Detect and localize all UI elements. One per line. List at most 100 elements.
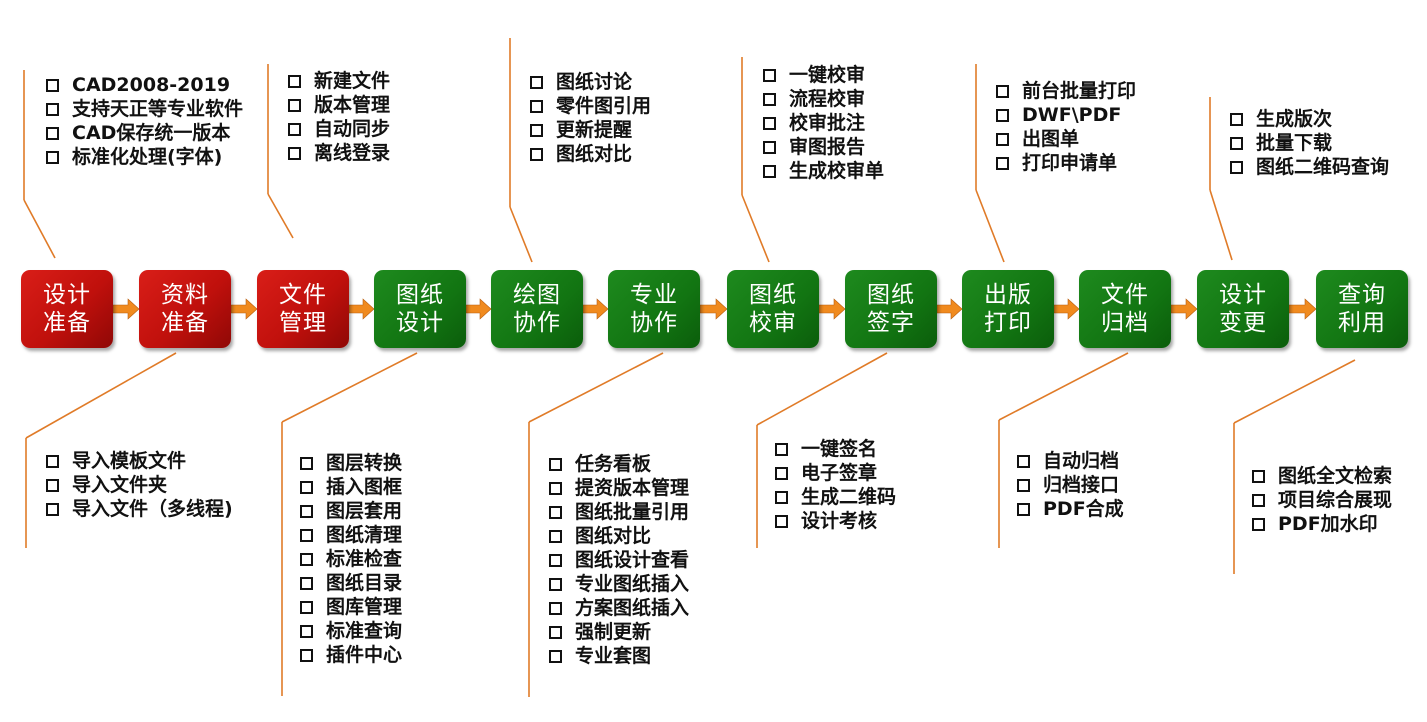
feature-item: 图纸讨论 [530, 70, 651, 94]
feature-item-text: 提资版本管理 [575, 477, 690, 499]
stage-box-6: 专业协作 [608, 270, 700, 348]
stage-label: 文件管理 [279, 282, 327, 336]
connector-line [756, 352, 888, 426]
flow-arrows [112, 298, 1317, 320]
connector-line [998, 352, 1129, 421]
connector-lines [23, 38, 1356, 697]
checkbox-icon [300, 648, 313, 662]
feature-item: 专业图纸插入 [549, 572, 689, 596]
stage-label: 资料准备 [161, 282, 209, 336]
connector-line [975, 189, 1005, 263]
feature-item-text: 更新提醒 [556, 119, 633, 141]
feature-item-text: 生成二维码 [801, 486, 897, 508]
stage-label: 设计变更 [1219, 282, 1267, 336]
feature-item-text: 图纸清理 [326, 524, 403, 546]
checkbox-icon [549, 529, 562, 543]
checkbox-icon [530, 123, 543, 137]
connector-line [741, 194, 770, 263]
stage-label: 文件归档 [1101, 282, 1149, 336]
feature-item-text: 离线登录 [314, 142, 391, 164]
checkbox-icon [1017, 478, 1030, 492]
checkbox-icon [775, 490, 788, 504]
checkbox-icon [549, 577, 562, 591]
checkbox-icon [549, 553, 562, 567]
feature-item-text: 设计考核 [801, 510, 878, 532]
feature-item-text: 一键校审 [789, 64, 866, 86]
feature-item-text: 导入文件夹 [72, 474, 168, 496]
feature-item: 电子签章 [775, 461, 896, 485]
stage-box-12: 查询利用 [1316, 270, 1408, 348]
feature-item: 标准检查 [300, 547, 402, 571]
feature-item: 导入文件（多线程) [46, 497, 233, 521]
feature-item-text: 一键签名 [801, 438, 878, 460]
feature-item: 专业套图 [549, 644, 689, 668]
connector-line [528, 352, 664, 423]
feature-item: 生成版次 [1230, 107, 1389, 131]
checkbox-icon [46, 454, 59, 468]
feature-item-text: 插件中心 [326, 644, 403, 666]
checkbox-icon [300, 528, 313, 542]
checkbox-icon [996, 132, 1009, 146]
checkbox-icon [996, 108, 1009, 122]
connector-line [1233, 359, 1356, 424]
connector-line [25, 352, 177, 439]
connector-line [509, 206, 533, 263]
checkbox-icon [300, 504, 313, 518]
connector-line [1209, 189, 1233, 261]
checkbox-icon [1252, 469, 1265, 483]
feature-item: 一键签名 [775, 437, 896, 461]
feature-item: 审图报告 [763, 135, 884, 159]
feature-item: 流程校审 [763, 87, 884, 111]
checkbox-icon [530, 75, 543, 89]
stage-label: 出版打印 [984, 282, 1032, 336]
feature-item: 离线登录 [288, 141, 390, 165]
feature-item: 新建文件 [288, 69, 390, 93]
checkbox-icon [549, 505, 562, 519]
feature-item-text: 校审批注 [789, 112, 866, 134]
feature-item: 图纸目录 [300, 571, 402, 595]
feature-item-text: 图纸二维码查询 [1256, 156, 1390, 178]
checkbox-icon [46, 502, 59, 516]
feature-item: 任务看板 [549, 452, 689, 476]
feature-item: 出图单 [996, 127, 1136, 151]
stage-box-5: 绘图协作 [491, 270, 583, 348]
feature-item: 方案图纸插入 [549, 596, 689, 620]
feature-item-text: 强制更新 [575, 621, 652, 643]
checkbox-icon [763, 68, 776, 82]
checkbox-icon [46, 150, 59, 164]
feature-item: 导入模板文件 [46, 449, 233, 473]
checkbox-icon [288, 146, 301, 160]
flow-arrow [1288, 298, 1317, 320]
feature-item: CAD保存统一版本 [46, 121, 243, 145]
checkbox-icon [530, 99, 543, 113]
flow-arrow [465, 298, 492, 320]
checkbox-icon [763, 140, 776, 154]
feature-item: 一键校审 [763, 63, 884, 87]
feature-item: 生成校审单 [763, 159, 884, 183]
stage-label: 设计准备 [43, 282, 91, 336]
checkbox-icon [1230, 136, 1243, 150]
feature-item-text: 审图报告 [789, 136, 866, 158]
feature-item-text: 专业图纸插入 [575, 573, 690, 595]
checkbox-icon [46, 102, 59, 116]
feature-item-text: 图纸批量引用 [575, 501, 690, 523]
flow-arrow [348, 298, 375, 320]
feature-list-2: 新建文件版本管理自动同步离线登录 [288, 69, 390, 165]
flow-arrow [582, 298, 609, 320]
checkbox-icon [530, 147, 543, 161]
checkbox-icon [1017, 454, 1030, 468]
feature-item: 标准查询 [300, 619, 402, 643]
feature-item-text: 导入文件（多线程) [72, 498, 233, 520]
feature-item: 生成二维码 [775, 485, 896, 509]
feature-item-text: 图纸讨论 [556, 71, 633, 93]
feature-item: 打印申请单 [996, 151, 1136, 175]
feature-item-text: 项目综合展现 [1278, 489, 1393, 511]
feature-item-text: 标准化处理(字体) [72, 146, 223, 168]
checkbox-icon [288, 74, 301, 88]
checkbox-icon [300, 576, 313, 590]
stage-box-4: 图纸设计 [374, 270, 466, 348]
checkbox-icon [549, 601, 562, 615]
flow-arrow [699, 298, 728, 320]
feature-item: 图纸设计查看 [549, 548, 689, 572]
